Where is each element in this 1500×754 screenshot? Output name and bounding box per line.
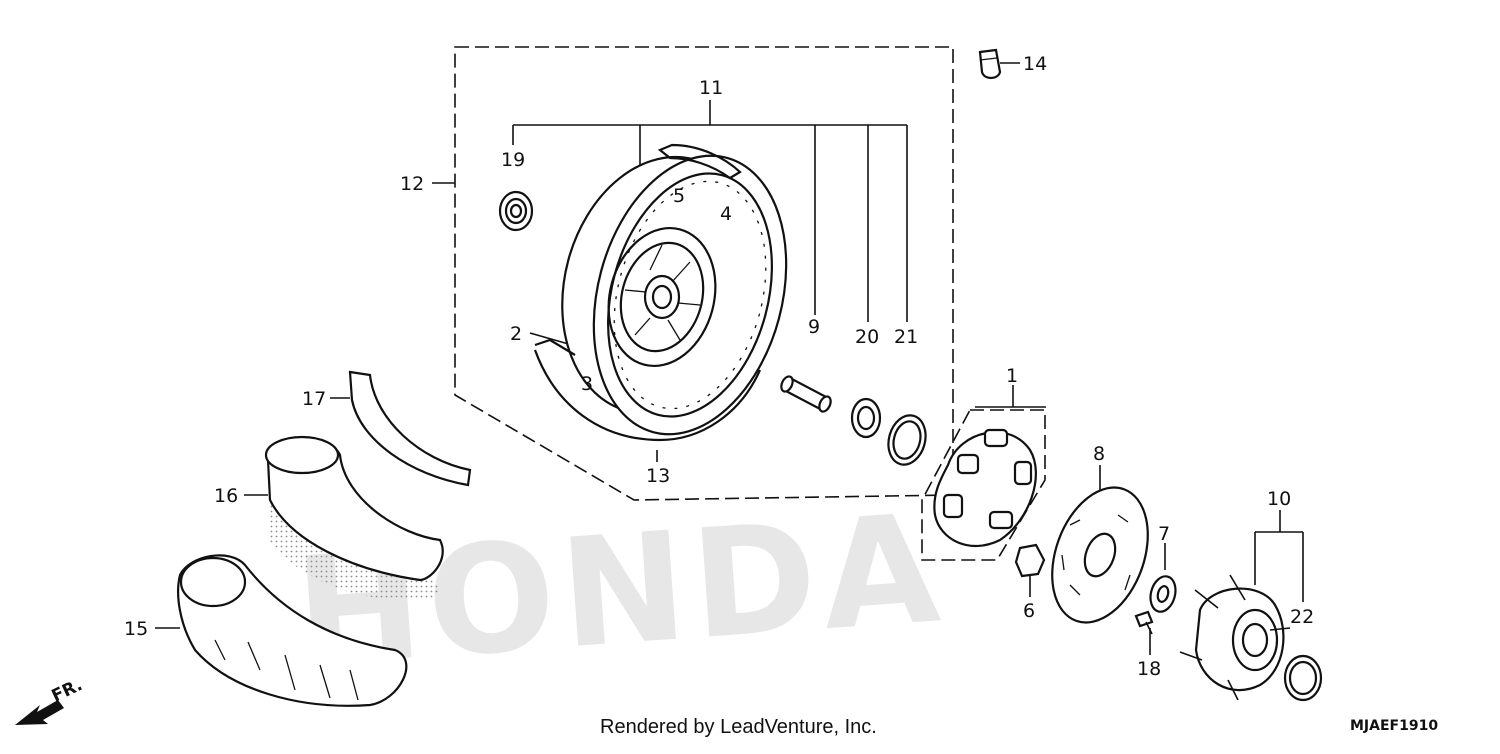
- bracket-1: [975, 385, 1046, 408]
- bracket-10: [1254, 510, 1304, 602]
- callout-20: 20: [855, 326, 879, 348]
- diagram-code: MJAEF1910: [1350, 718, 1438, 734]
- callout-21: 21: [894, 326, 918, 348]
- callout-3: 3: [581, 373, 593, 395]
- collar-9: [780, 375, 832, 413]
- callout-18: 18: [1137, 658, 1161, 680]
- front-direction-label: FR.: [49, 675, 86, 706]
- callout-22: 22: [1290, 606, 1314, 628]
- callout-2: 2: [510, 323, 522, 345]
- nut-6: [1014, 543, 1046, 578]
- callout-7: 7: [1158, 523, 1170, 545]
- driven-flange-plate-8: [1051, 486, 1149, 624]
- callout-9: 9: [808, 316, 820, 338]
- final-driven-flange-10: [1179, 574, 1291, 701]
- callout-10: 10: [1267, 488, 1291, 510]
- front-direction-arrow: [15, 700, 64, 725]
- valve-cap-14: [978, 48, 1002, 80]
- wheel-damper-1: [933, 428, 1037, 548]
- wheel-assembly-box: [454, 46, 954, 501]
- callout-17: 17: [302, 388, 326, 410]
- callout-13: 13: [646, 465, 670, 487]
- callout-11: 11: [699, 77, 723, 99]
- o-ring-21: [887, 414, 927, 466]
- bearing-20: [850, 397, 882, 439]
- callout-19: 19: [501, 149, 525, 171]
- callout-1: 1: [1006, 365, 1018, 387]
- rear-wheel: [533, 143, 788, 442]
- bolt-18: [1134, 610, 1154, 635]
- callout-12: 12: [400, 173, 424, 195]
- callout-15: 15: [124, 618, 148, 640]
- bearing-19: [498, 190, 534, 232]
- washer-7: [1149, 575, 1177, 613]
- tube-16: [264, 435, 444, 582]
- callout-14: 14: [1023, 53, 1047, 75]
- o-ring-22: [1283, 654, 1323, 702]
- rim-flap-17: [348, 370, 472, 487]
- rendered-by-footer: Rendered by LeadVenture, Inc.: [600, 716, 877, 738]
- callout-6: 6: [1023, 600, 1035, 622]
- callout-16: 16: [214, 485, 238, 507]
- bracket-11: [512, 100, 908, 322]
- callout-8: 8: [1093, 443, 1105, 465]
- damper-assembly-box: [921, 409, 1046, 561]
- callout-5: 5: [673, 185, 685, 207]
- callout-4: 4: [720, 203, 732, 225]
